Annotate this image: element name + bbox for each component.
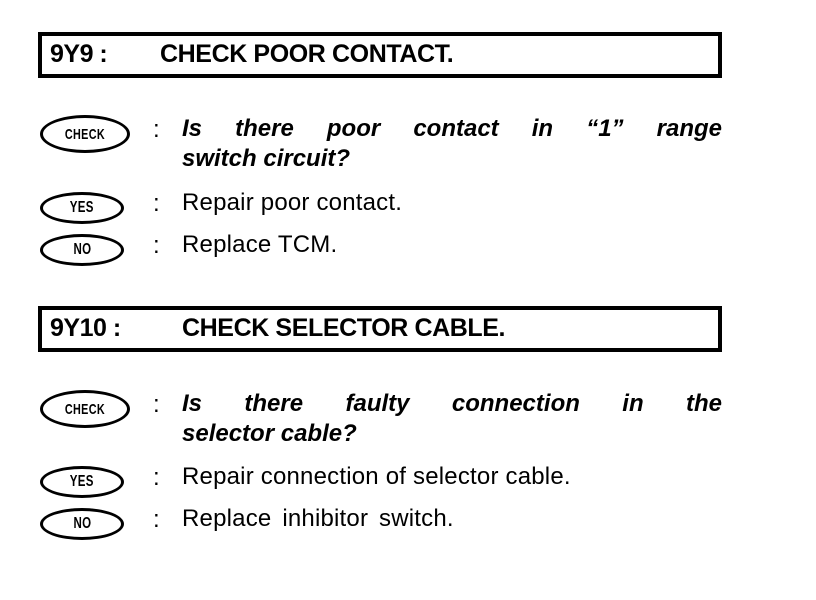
no-oval-9y10: NO [40, 508, 124, 540]
no-answer-9y10: Replace inhibitor switch. [182, 505, 454, 532]
step-title-9y10: CHECK SELECTOR CABLE. [182, 313, 506, 342]
no-oval-9y9: NO [40, 234, 124, 266]
no-answer-9y9: Replace TCM. [182, 231, 338, 258]
yes-oval-9y10: YES [40, 466, 124, 498]
check-oval-label: CHECK [64, 125, 106, 143]
step-title-9y9: CHECK POOR CONTACT. [160, 39, 454, 68]
yes-oval-label: YES [69, 199, 95, 216]
yes-oval-9y9: YES [40, 192, 124, 224]
check-question-9y10: Is there faulty connection in the select… [182, 389, 722, 449]
step-id-9y9: 9Y9 : [50, 39, 108, 68]
no-oval-label: NO [73, 515, 91, 532]
yes-answer-9y9: Repair poor contact. [182, 189, 403, 216]
check-question-9y9: Is there poor contact in “1” range switc… [182, 114, 722, 174]
yes-answer-9y10: Repair connection of selector cable. [182, 463, 571, 490]
check-separator-9y10: : [153, 391, 160, 418]
yes-separator-9y9: : [153, 190, 160, 217]
check-oval-label: CHECK [64, 400, 106, 418]
no-separator-9y10: : [153, 506, 160, 533]
check-oval-9y10: CHECK [40, 390, 130, 428]
check-question-line-2: selector cable? [182, 420, 357, 447]
check-oval-9y9: CHECK [40, 115, 130, 153]
check-question-line-2: switch circuit? [182, 145, 351, 172]
step-header-box-9y10: 9Y10 : CHECK SELECTOR CABLE. [38, 306, 722, 352]
no-separator-9y9: : [153, 232, 160, 259]
yes-oval-label: YES [69, 473, 95, 490]
check-question-line-1: Is there faulty connection in the [182, 390, 722, 417]
yes-separator-9y10: : [153, 464, 160, 491]
step-header-box-9y9: 9Y9 : CHECK POOR CONTACT. [38, 32, 722, 78]
no-oval-label: NO [73, 241, 91, 258]
check-separator-9y9: : [153, 116, 160, 143]
step-id-9y10: 9Y10 : [50, 313, 121, 342]
check-question-line-1: Is there poor contact in “1” range [182, 115, 722, 142]
